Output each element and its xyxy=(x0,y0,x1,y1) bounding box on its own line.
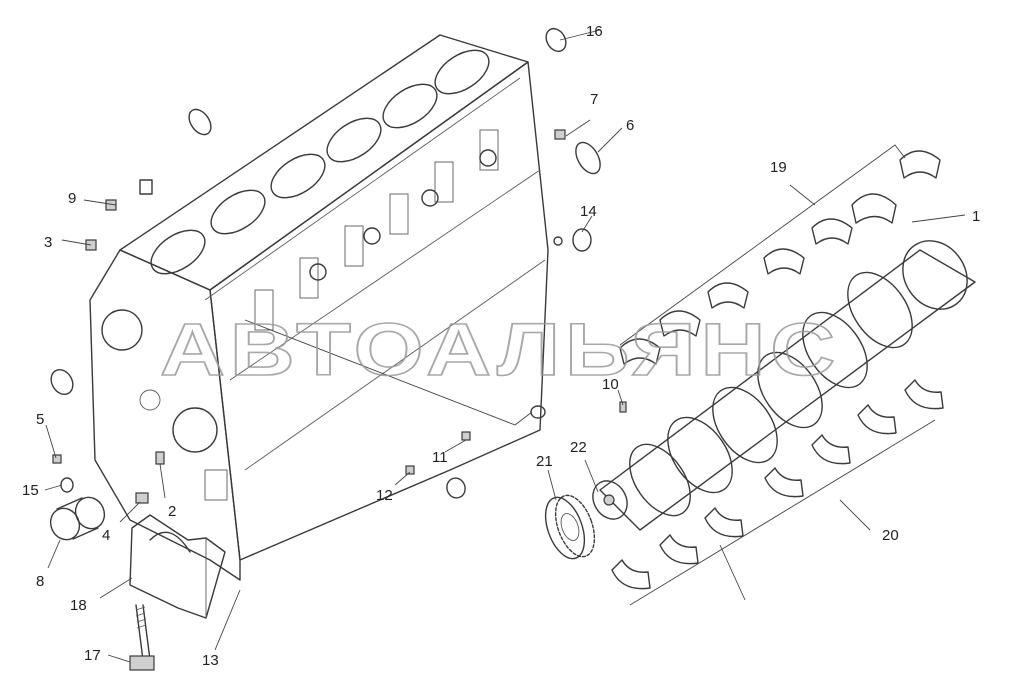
plug-11 xyxy=(461,431,471,441)
counterweight xyxy=(802,311,868,389)
callout-1: 1 xyxy=(972,208,980,225)
callout-16: 16 xyxy=(586,23,603,40)
plug-7 xyxy=(554,129,566,140)
counterweight xyxy=(847,271,913,349)
callout-6: 6 xyxy=(626,117,634,134)
side-opening xyxy=(299,257,319,299)
leader-lines xyxy=(44,29,966,663)
cam-bore xyxy=(309,263,327,281)
cylinder-bore-4 xyxy=(326,117,382,163)
callout-15: 15 xyxy=(22,482,39,499)
side-opening xyxy=(434,161,454,203)
side-opening xyxy=(344,225,364,267)
plug-12 xyxy=(405,465,415,475)
cylinder-bore-2 xyxy=(210,189,266,235)
seal-15 xyxy=(60,477,74,493)
key-10 xyxy=(619,401,627,413)
side-opening xyxy=(389,193,409,235)
crank-gear-21 xyxy=(544,494,596,560)
callout-19: 19 xyxy=(770,159,787,176)
cam-bore xyxy=(363,227,381,245)
callout-12: 12 xyxy=(376,487,393,504)
lower-bearing-shells-20 xyxy=(611,379,944,590)
core-plug-upper xyxy=(188,108,212,136)
counterweight xyxy=(629,443,691,517)
front-plate xyxy=(204,469,228,501)
crankshaft-body xyxy=(599,249,976,531)
callout-4: 4 xyxy=(102,527,110,544)
bolt-17 xyxy=(129,604,155,671)
dowel-4 xyxy=(135,492,149,504)
block-small-parts xyxy=(50,27,601,504)
counterweight xyxy=(757,351,823,429)
callout-22: 22 xyxy=(570,439,587,456)
callout-20: 20 xyxy=(882,527,899,544)
bushing-8 xyxy=(49,496,106,541)
cylinder-bore-5 xyxy=(382,83,438,129)
callout-10: 10 xyxy=(602,376,619,393)
callout-8: 8 xyxy=(36,573,44,590)
callout-11: 11 xyxy=(432,449,448,466)
front-plug xyxy=(50,368,74,396)
callout-14: 14 xyxy=(580,203,597,220)
front-bore-lower xyxy=(172,407,218,453)
callout-13: 13 xyxy=(202,652,219,669)
callout-7: 7 xyxy=(590,91,598,108)
block-rib-lower xyxy=(244,259,546,471)
counterweight xyxy=(667,416,733,494)
block-front-face xyxy=(89,249,241,581)
crank-nose xyxy=(592,480,628,520)
block-rib xyxy=(229,169,541,381)
counterweight xyxy=(712,386,778,464)
cam-bore xyxy=(421,189,439,207)
upper-bearing-shells-19 xyxy=(619,150,941,365)
callout-labels: 1 2 3 4 5 6 7 8 9 10 11 12 13 14 15 16 1… xyxy=(22,23,980,669)
crankshaft xyxy=(592,240,976,531)
callout-18: 18 xyxy=(70,597,87,614)
side-opening xyxy=(254,289,274,331)
cylinder-bore-1 xyxy=(150,229,206,275)
plug-5 xyxy=(52,454,62,464)
front-bore-small xyxy=(139,389,161,411)
bearing-cap-18 xyxy=(129,514,226,619)
callout-9: 9 xyxy=(68,190,76,207)
callout-3: 3 xyxy=(44,234,52,251)
plug-14-small xyxy=(553,236,563,246)
cylinder-bore-6 xyxy=(434,49,490,95)
seal-14 xyxy=(572,228,592,252)
expansion-plug-16 xyxy=(545,27,567,53)
dowel-2 xyxy=(155,451,165,465)
callout-5: 5 xyxy=(36,411,44,428)
cylinder-bore-3 xyxy=(270,153,326,199)
callout-17: 17 xyxy=(84,647,101,664)
cam-bore xyxy=(479,149,497,167)
deck-edge xyxy=(204,77,521,301)
crank-flange xyxy=(902,240,968,310)
engine-block xyxy=(89,34,549,581)
plug-10-side xyxy=(530,405,546,419)
side-opening xyxy=(479,129,499,171)
watermark-text: АВТОАЛЬЯНС xyxy=(160,308,840,391)
callout-21: 21 xyxy=(536,453,553,470)
plug-9-upper xyxy=(139,179,153,195)
crank-nose-hole xyxy=(603,494,615,506)
front-bore-upper xyxy=(101,309,143,351)
plug-6 xyxy=(575,141,601,175)
seal-rear xyxy=(446,477,466,499)
callout-2: 2 xyxy=(168,503,176,520)
